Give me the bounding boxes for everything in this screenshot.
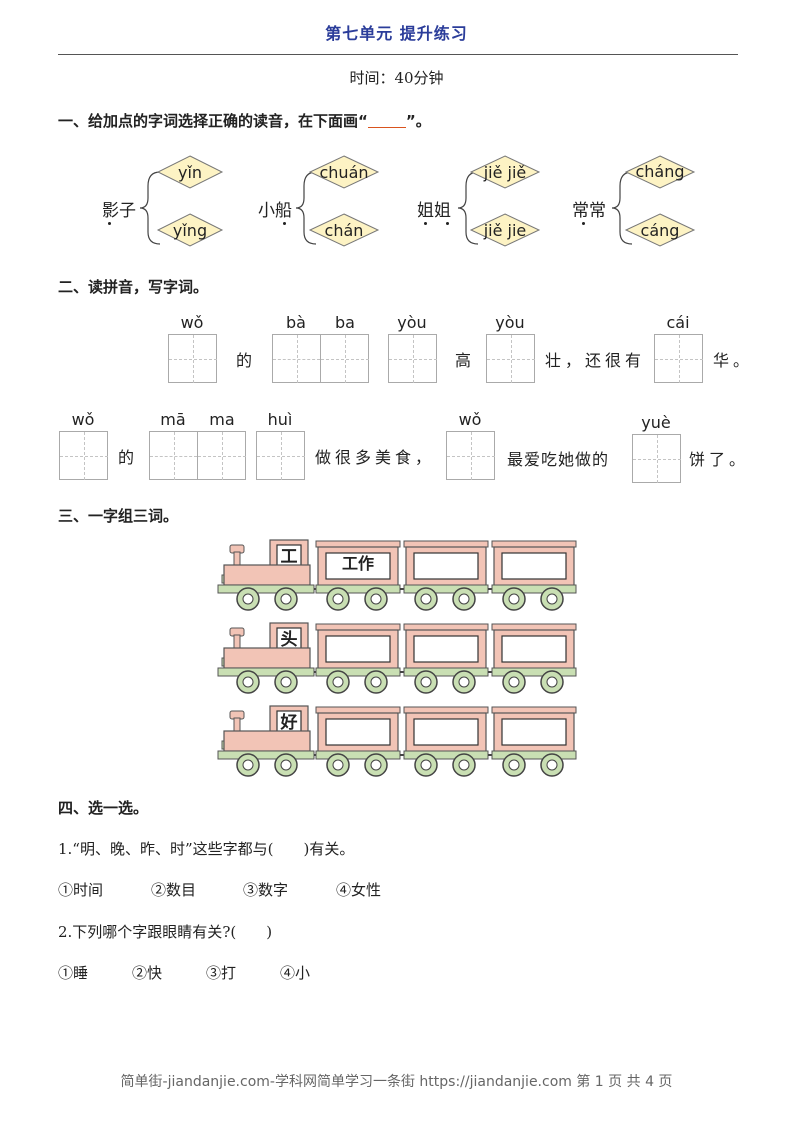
option-3a[interactable]: jiě jiě bbox=[483, 163, 527, 182]
option-diamond-2b[interactable] bbox=[308, 213, 380, 247]
brace-1 bbox=[139, 171, 161, 245]
pinyin-label: yòu bbox=[397, 313, 427, 332]
train-3-char: 好 bbox=[280, 713, 298, 733]
option-diamond-4b[interactable] bbox=[624, 213, 696, 247]
writing-grid[interactable] bbox=[59, 431, 108, 480]
word-1: 影子 bbox=[102, 201, 136, 221]
train-2 bbox=[217, 622, 577, 694]
train-1 bbox=[217, 539, 577, 611]
word-2: 小船 bbox=[258, 201, 292, 221]
sentence-text: 的 bbox=[236, 351, 257, 370]
writing-grid[interactable] bbox=[486, 334, 535, 383]
q1-option-4[interactable]: ④女性 bbox=[336, 881, 382, 899]
emphasis-dot bbox=[582, 222, 585, 225]
pinyin-label: wǒ bbox=[458, 410, 482, 429]
q2-option-3[interactable]: ③打 bbox=[206, 964, 237, 982]
option-1a[interactable]: yǐn bbox=[177, 163, 203, 182]
pinyin-label: mā bbox=[160, 410, 186, 429]
option-2b[interactable]: chán bbox=[324, 221, 364, 240]
writing-grid[interactable] bbox=[388, 334, 437, 383]
brace-3 bbox=[457, 171, 479, 245]
time-limit: 时间：40分钟 bbox=[349, 69, 444, 87]
q2-option-4[interactable]: ④小 bbox=[280, 964, 311, 982]
question-1: 1.“明、晚、昨、时”这些字都与( )有关。 bbox=[58, 840, 355, 858]
option-4a[interactable]: cháng bbox=[635, 162, 685, 181]
q2-option-1[interactable]: ①睡 bbox=[58, 964, 89, 982]
writing-grid[interactable] bbox=[272, 334, 369, 383]
q1-option-3[interactable]: ③数字 bbox=[243, 881, 289, 899]
pinyin-label: ba bbox=[335, 313, 355, 332]
emphasis-dot bbox=[446, 222, 449, 225]
train-2-char: 头 bbox=[280, 630, 298, 650]
word-3: 姐姐 bbox=[417, 201, 451, 221]
section2-heading: 二、读拼音，写字词。 bbox=[58, 278, 209, 296]
option-4b[interactable]: cáng bbox=[640, 221, 680, 240]
train-1-word-1[interactable]: 工作 bbox=[341, 554, 374, 573]
option-diamond-4a[interactable] bbox=[624, 155, 696, 189]
pinyin-label: yuè bbox=[641, 413, 671, 432]
option-diamond-3b[interactable] bbox=[469, 213, 541, 247]
word-4: 常常 bbox=[572, 201, 606, 221]
option-3b[interactable]: jiě jie bbox=[483, 221, 527, 240]
sentence-text: 的 bbox=[118, 448, 139, 467]
underline-sample bbox=[367, 113, 406, 128]
option-2a[interactable]: chuán bbox=[319, 163, 369, 182]
pinyin-label: cái bbox=[666, 313, 690, 332]
sentence-text: 最爱吃她做的 bbox=[507, 450, 610, 469]
writing-grid[interactable] bbox=[149, 431, 246, 480]
option-diamond-1b[interactable] bbox=[156, 213, 224, 247]
train-diagram bbox=[217, 539, 577, 777]
q2-option-2[interactable]: ②快 bbox=[132, 964, 163, 982]
section1-pronunciation-diagram bbox=[139, 155, 696, 247]
pinyin-label: wǒ bbox=[180, 313, 204, 332]
option-1b[interactable]: yǐng bbox=[172, 221, 208, 240]
option-diamond-3a[interactable] bbox=[469, 155, 541, 189]
question-2: 2.下列哪个字跟眼睛有关?( ) bbox=[58, 923, 273, 941]
emphasis-dot bbox=[283, 222, 286, 225]
pinyin-label: wǒ bbox=[71, 410, 95, 429]
train-1-char: 工 bbox=[280, 547, 298, 567]
pinyin-label: huì bbox=[267, 410, 293, 429]
writing-grid[interactable] bbox=[654, 334, 703, 383]
writing-grid[interactable] bbox=[168, 334, 217, 383]
sentence-text: 做很多美食， bbox=[315, 448, 436, 467]
page-title: 第七单元 提升练习 bbox=[325, 24, 468, 43]
writing-grid[interactable] bbox=[446, 431, 495, 480]
emphasis-dot bbox=[108, 222, 111, 225]
q1-option-1[interactable]: ①时间 bbox=[58, 881, 104, 899]
writing-grid[interactable] bbox=[256, 431, 305, 480]
pinyin-label: bà bbox=[286, 313, 306, 332]
option-diamond-2a[interactable] bbox=[308, 155, 380, 189]
writing-grid[interactable] bbox=[632, 434, 681, 483]
sentence-text: 高 bbox=[455, 351, 476, 370]
sentence-text: 饼了。 bbox=[689, 450, 750, 469]
q1-option-2[interactable]: ②数目 bbox=[151, 881, 197, 899]
section1-heading: 一、给加点的字词选择正确的读音，在下面画“”。 bbox=[58, 112, 431, 130]
train-3 bbox=[217, 705, 577, 777]
section3-heading: 三、一字组三词。 bbox=[58, 507, 179, 525]
brace-4 bbox=[611, 171, 633, 245]
sentence-text: 壮，还很有 bbox=[545, 351, 646, 370]
header-divider bbox=[58, 54, 738, 55]
brace-2 bbox=[295, 171, 317, 245]
option-diamond-1a[interactable] bbox=[156, 155, 224, 189]
pinyin-label: yòu bbox=[495, 313, 525, 332]
emphasis-dot bbox=[424, 222, 427, 225]
pinyin-label: ma bbox=[209, 410, 235, 429]
section4-heading: 四、选一选。 bbox=[58, 799, 149, 817]
sentence-text: 华。 bbox=[713, 351, 754, 370]
footer-watermark: 简单街-jiandanjie.com-学科网简单学习一条街 https://ji… bbox=[120, 1074, 673, 1090]
